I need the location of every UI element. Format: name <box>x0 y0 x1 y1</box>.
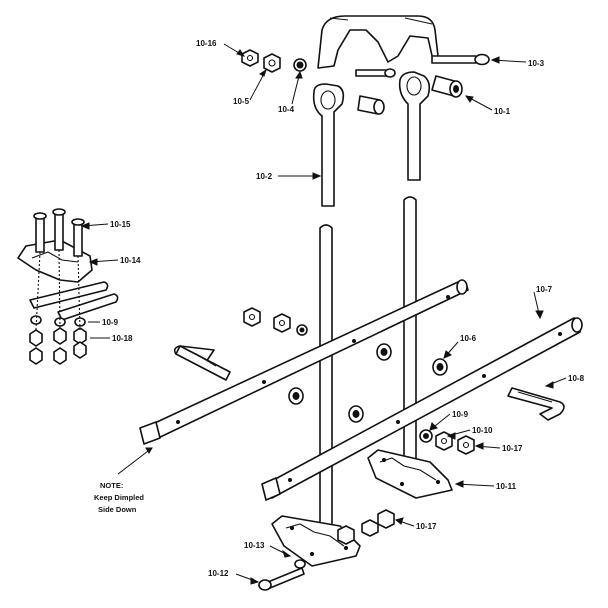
label-10-2: 10-2 <box>256 172 273 181</box>
assembly-note: NOTE: Keep Dimpled Side Down <box>94 481 144 514</box>
note-heading: NOTE: <box>100 481 123 490</box>
arrowheads <box>80 49 554 585</box>
label-10-15: 10-15 <box>110 220 131 229</box>
label-10-17-upper: 10-17 <box>502 444 523 453</box>
nut-upper-a <box>243 307 261 327</box>
label-10-5: 10-5 <box>233 97 250 106</box>
foot-bracket-bottom <box>271 515 361 567</box>
nut-10-16 <box>241 49 259 67</box>
lower-upright-left <box>319 224 333 541</box>
label-10-10: 10-10 <box>472 426 493 435</box>
label-10-1: 10-1 <box>494 107 511 116</box>
label-10-12: 10-12 <box>208 569 229 578</box>
inset-nuts-10-18 <box>29 327 87 365</box>
inset-washers-10-9 <box>30 315 86 327</box>
label-10-9: 10-9 <box>452 410 469 419</box>
bushing-lower-mid <box>348 405 364 423</box>
label-10-13: 10-13 <box>244 541 265 550</box>
bushing-10-1 <box>431 75 463 98</box>
label-10-11: 10-11 <box>496 482 517 491</box>
note-line-3: Side Down <box>98 505 137 514</box>
side-bar-left <box>173 345 231 381</box>
bolt-10-3 <box>431 53 490 66</box>
bushing-10-6 <box>432 358 448 376</box>
bushing-left-bar <box>288 387 304 405</box>
bushing-left <box>357 95 385 115</box>
bolt-10-12 <box>258 559 306 591</box>
label-10-8: 10-8 <box>568 374 585 383</box>
upper-tube-left-10-2 <box>312 83 345 207</box>
cross-bar-10-7 <box>261 317 583 501</box>
top-bracket <box>317 15 439 69</box>
note-line-2: Keep Dimpled <box>94 493 144 502</box>
washer-upper-c <box>296 324 308 336</box>
bushing-middle <box>376 343 392 361</box>
lower-upright-right <box>403 196 417 475</box>
nut-10-17-upper <box>457 435 475 455</box>
label-10-9-left: 10-9 <box>102 318 119 327</box>
label-10-16: 10-16 <box>196 39 217 48</box>
bracket-bolt <box>355 68 396 78</box>
cross-bar-back <box>139 279 469 445</box>
inset-bolts-10-15 <box>33 208 85 257</box>
label-10-6: 10-6 <box>460 334 477 343</box>
foot-bracket-10-11 <box>367 449 453 499</box>
nut-10-10 <box>435 431 453 451</box>
part-labels: 10-16 10-5 10-4 10-3 10-1 10-2 10-15 10-… <box>102 39 585 578</box>
upper-tube-right <box>398 71 431 181</box>
label-10-17-lower: 10-17 <box>416 522 437 531</box>
inset-tubes <box>29 281 119 321</box>
washer-10-4 <box>293 58 307 72</box>
nut-upper-b <box>273 313 291 333</box>
inset-leader-lines <box>35 249 81 331</box>
washer-10-9 <box>419 429 433 443</box>
label-10-14: 10-14 <box>120 256 141 265</box>
label-10-4: 10-4 <box>278 105 295 114</box>
nut-10-5 <box>263 53 281 73</box>
label-10-7: 10-7 <box>536 285 553 294</box>
label-10-3: 10-3 <box>528 59 545 68</box>
bottom-nuts <box>337 509 395 545</box>
label-10-18: 10-18 <box>112 334 133 343</box>
side-bar-10-8 <box>507 387 565 421</box>
